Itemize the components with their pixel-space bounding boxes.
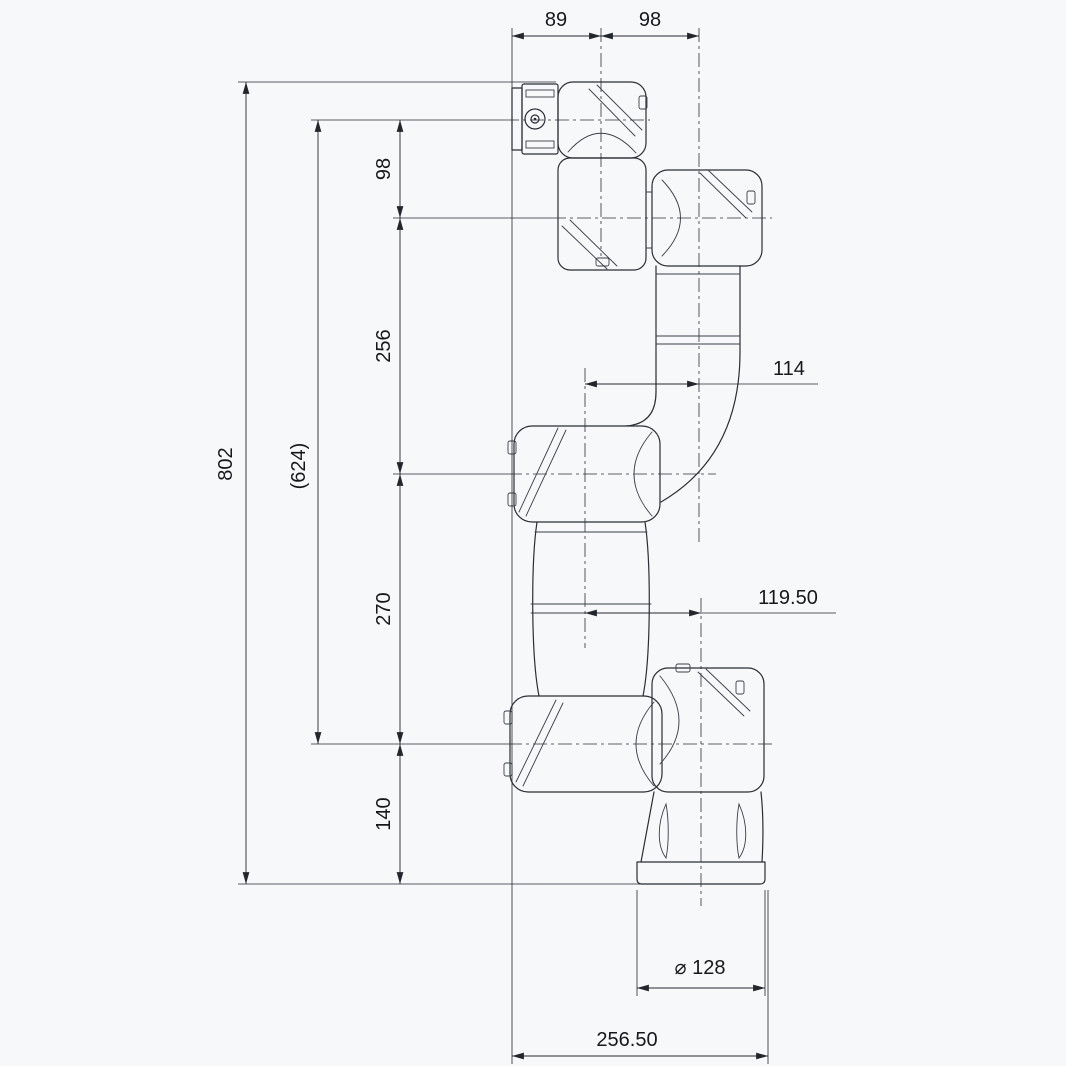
elbow-cap-seam2 bbox=[525, 429, 567, 517]
wrist2-clip bbox=[595, 257, 610, 267]
flange-bolt-circle-inner bbox=[530, 114, 540, 124]
base-slot-right bbox=[736, 802, 747, 860]
dim-89-label: 89 bbox=[545, 9, 567, 31]
dimension-base-diameter: ⌀ 128 bbox=[636, 890, 766, 996]
flange-bottom-slot bbox=[525, 140, 555, 149]
flange-body bbox=[521, 83, 559, 155]
wrist-assembly bbox=[557, 157, 763, 271]
base-flange bbox=[636, 861, 766, 885]
forearm-right-edge bbox=[660, 265, 741, 503]
dim-98-top-label: 98 bbox=[639, 9, 661, 31]
centerlines bbox=[505, 28, 772, 906]
base-column-left-edge bbox=[640, 791, 655, 863]
dim-dia-128-label: ⌀ 128 bbox=[675, 957, 726, 979]
dimension-119-50: 119.50 bbox=[585, 587, 836, 617]
base-slot-left bbox=[658, 802, 669, 860]
base-joint-cap-seam2 bbox=[705, 668, 751, 712]
flange-center-dot bbox=[533, 117, 537, 121]
base-joint-cap-seam bbox=[697, 671, 745, 717]
wrist2-housing bbox=[557, 157, 647, 271]
upper-arm-link bbox=[530, 521, 652, 697]
base-joint bbox=[651, 663, 765, 793]
wrist3-inner-arc bbox=[567, 132, 637, 154]
dimension-top-89: 89 bbox=[511, 9, 601, 1064]
wrist2-cap-seam2 bbox=[569, 219, 618, 267]
wrist1-housing bbox=[651, 169, 763, 267]
flange-bolt-circle bbox=[524, 108, 546, 130]
shoulder-inner-arc bbox=[635, 701, 655, 787]
tool-flange bbox=[511, 83, 559, 155]
shoulder-housing bbox=[509, 695, 663, 793]
base-joint-housing bbox=[651, 667, 765, 793]
wrist1-cap-seam2 bbox=[707, 169, 753, 213]
dimension-256-50: 256.50 bbox=[512, 890, 769, 1064]
dim-256-50-label: 256.50 bbox=[596, 1029, 657, 1051]
elbow-cap-seam bbox=[518, 427, 559, 513]
wrist2-cap-seam bbox=[561, 225, 608, 270]
dim-256-label: 256 bbox=[373, 329, 395, 362]
shoulder-cap-seam bbox=[515, 699, 557, 783]
wrist3-clip bbox=[638, 95, 648, 110]
dim-624-label: (624) bbox=[288, 443, 310, 490]
dim-119-50-label: 119.50 bbox=[758, 587, 818, 609]
dimension-624: (624) bbox=[288, 119, 508, 745]
base-joint-clip-side bbox=[735, 680, 745, 695]
forearm-link bbox=[625, 265, 741, 503]
robot-arm-outline bbox=[503, 81, 766, 885]
dim-270-label: 270 bbox=[373, 592, 395, 625]
dim-98-chain-label: 98 bbox=[373, 158, 395, 180]
upperarm-left-edge bbox=[532, 521, 540, 697]
elbow-housing bbox=[513, 425, 661, 523]
wrist3-cap-seam2 bbox=[588, 88, 636, 137]
wrist3-cap-seam bbox=[596, 84, 643, 131]
shoulder-joint bbox=[503, 695, 663, 793]
flange-top-slot bbox=[525, 89, 555, 98]
shoulder-cap-seam2 bbox=[522, 702, 564, 787]
base-joint-clip-top bbox=[675, 663, 691, 673]
dim-114-label: 114 bbox=[773, 358, 805, 380]
elbow-inner-arc bbox=[633, 431, 653, 517]
base-column-right-edge bbox=[760, 791, 764, 863]
base-joint-inner-arc bbox=[659, 675, 680, 765]
shoulder-clip-top bbox=[503, 710, 513, 725]
dimension-chain: 98 256 270 140 bbox=[373, 120, 552, 884]
dim-802-label: 802 bbox=[215, 447, 237, 480]
forearm-left-edge bbox=[625, 265, 657, 427]
wrist1-cap-seam bbox=[699, 172, 747, 219]
base-column bbox=[636, 791, 766, 885]
flange-face-plate bbox=[511, 87, 523, 151]
wrist1-clip bbox=[746, 190, 756, 205]
dim-140-label: 140 bbox=[373, 797, 395, 830]
dimension-top-98: 98 bbox=[601, 9, 699, 40]
dimension-802: 802 bbox=[215, 81, 648, 885]
dimension-114: 114 bbox=[585, 358, 818, 388]
wrist1-inner-arc bbox=[661, 179, 681, 257]
upperarm-right-edge bbox=[642, 521, 650, 697]
shoulder-clip-bottom bbox=[503, 762, 513, 777]
